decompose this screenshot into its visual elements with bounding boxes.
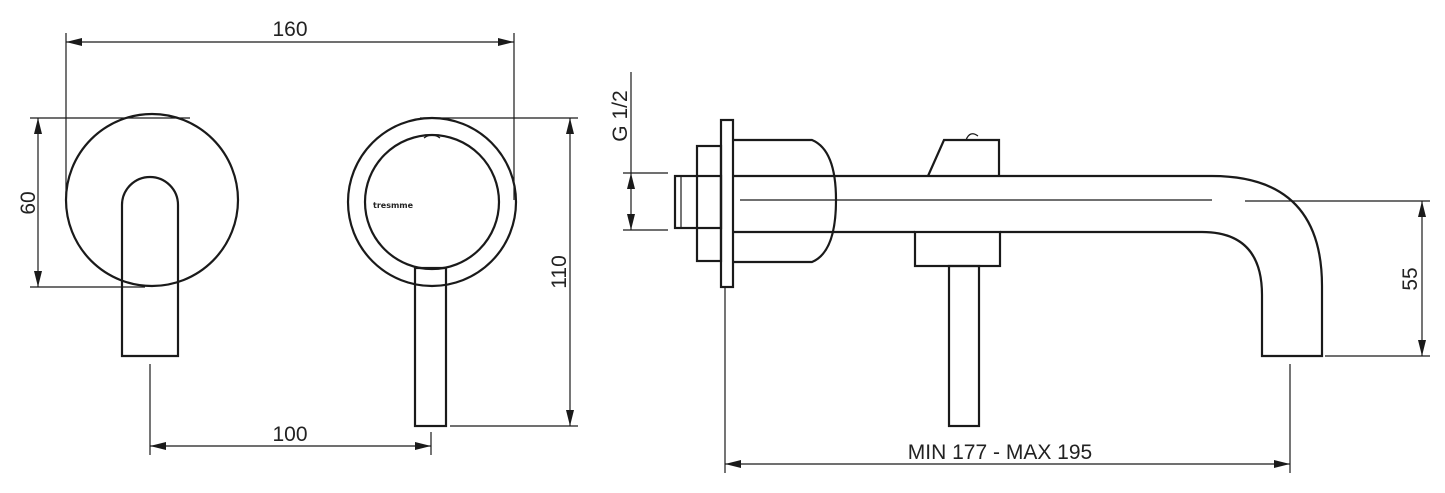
thread-connection (673, 144, 723, 263)
left-plate (64, 112, 240, 288)
dim-label-55: 55 (1399, 267, 1422, 290)
handle-cap (926, 138, 1001, 177)
dim-110: 110 (420, 117, 578, 427)
side-view: G 1/2 55 MIN 177 - MAX 195 (609, 72, 1430, 473)
dim-label-thread: G 1/2 (609, 90, 632, 141)
wall-flange (719, 118, 735, 289)
dim-55: 55 (1245, 200, 1430, 357)
dim-thread: G 1/2 (609, 72, 668, 231)
nut (695, 144, 723, 263)
handle-base (913, 230, 1002, 268)
dim-60: 60 (17, 117, 190, 288)
spout (733, 174, 1324, 358)
right-plate-notch (423, 134, 441, 139)
dim-label-60: 60 (17, 191, 40, 214)
handle-knob (965, 133, 979, 141)
front-view: tresmme 160 60 100 (17, 18, 578, 455)
left-rosette (64, 112, 240, 358)
right-rosette: tresmme (346, 116, 518, 428)
dim-label-projection: MIN 177 - MAX 195 (908, 441, 1092, 464)
brand-logo: tresmme (373, 201, 414, 210)
handle-lever (947, 264, 981, 428)
dim-label-160: 160 (272, 18, 307, 41)
dim-projection: MIN 177 - MAX 195 (725, 364, 1291, 473)
side-handle (913, 133, 1002, 428)
valve-body (733, 138, 838, 264)
dim-label-100: 100 (272, 423, 307, 446)
dim-160: 160 (65, 18, 515, 200)
dim-100: 100 (149, 364, 432, 455)
left-lever (120, 175, 180, 358)
dim-label-110: 110 (548, 255, 571, 288)
right-lever (413, 266, 448, 428)
